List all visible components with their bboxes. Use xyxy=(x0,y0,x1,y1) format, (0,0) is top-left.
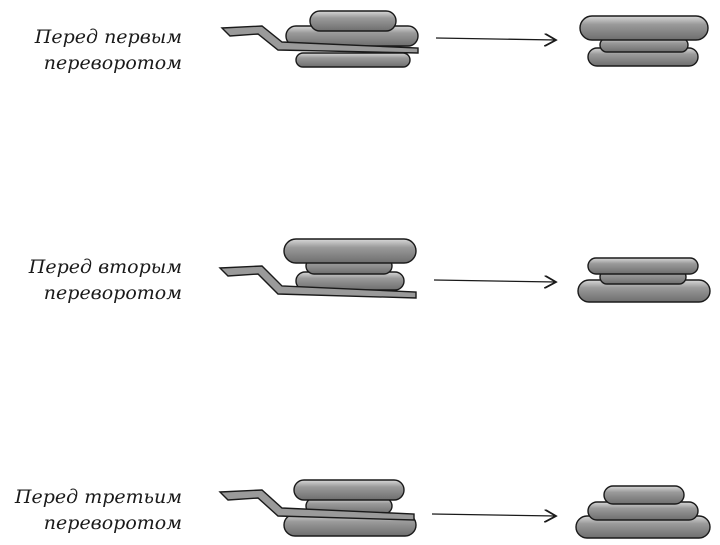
flip-scene-2 xyxy=(218,238,711,303)
pancake xyxy=(293,479,405,501)
step-label-3-line2: переворотом xyxy=(43,512,182,534)
arrow-right-icon xyxy=(433,280,556,282)
pancake-stack-after-2 xyxy=(577,257,711,303)
arrow-right-icon xyxy=(431,514,556,516)
pancake-stack-before-2 xyxy=(283,238,417,291)
flip-step-row-2: Перед вторым переворотом xyxy=(0,232,720,304)
pancake-stack-after-1 xyxy=(579,15,709,67)
pancake xyxy=(587,501,699,521)
pancake-stack-after-3 xyxy=(575,485,711,539)
pancake xyxy=(603,485,685,505)
step-label-2-line1: Перед вторым xyxy=(28,256,182,278)
pancake xyxy=(295,52,411,68)
flip-scene-3 xyxy=(218,479,711,539)
pancake-stack-before-1 xyxy=(285,10,419,68)
step-label-1-line1: Перед первым xyxy=(34,26,182,48)
step-label-1-line2: переворотом xyxy=(43,52,182,74)
pancake xyxy=(309,10,397,32)
arrow-right-icon xyxy=(435,38,556,40)
step-label-2-line2: переворотом xyxy=(43,282,182,304)
flip-step-row-1: Перед первым переворотом xyxy=(0,0,720,74)
step-label-2: Перед вторым переворотом xyxy=(0,254,182,306)
spatula-icon xyxy=(218,265,417,299)
flip-step-row-3: Перед третьим переворотом xyxy=(0,462,720,539)
spatula-icon xyxy=(220,25,419,54)
spatula-icon xyxy=(218,489,415,521)
step-label-3-line1: Перед третьим xyxy=(14,486,182,508)
pancake xyxy=(579,15,709,41)
step-label-3: Перед третьим переворотом xyxy=(0,484,182,536)
pancake xyxy=(283,238,417,264)
step-label-1: Перед первым переворотом xyxy=(0,24,182,76)
pancake xyxy=(587,257,699,275)
flip-scene-1 xyxy=(220,10,709,68)
pancake-stack-before-3 xyxy=(283,479,417,537)
